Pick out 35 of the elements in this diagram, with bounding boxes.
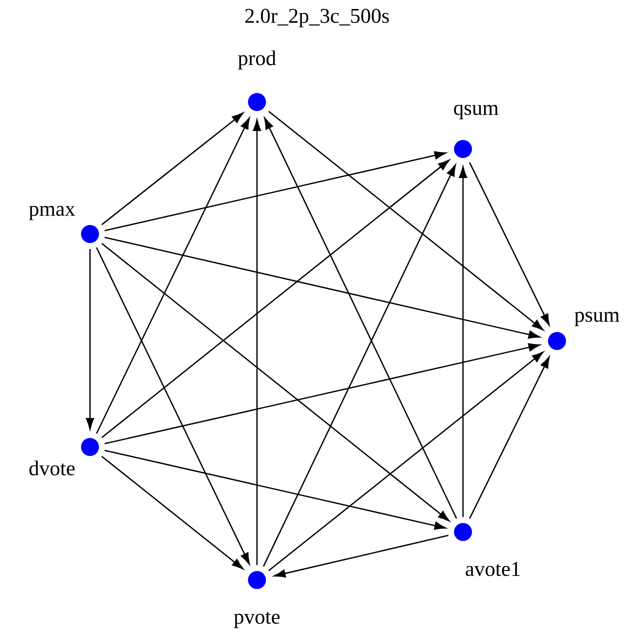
title: 2.0r_2p_3c_500s [245,8,389,28]
arrow [469,356,550,519]
graph-node: pmax [29,206,99,243]
graph-node: dvote [29,438,99,476]
node-label: avote1 [466,562,520,576]
arrow [86,249,94,430]
graph-node: qsum [454,104,498,158]
arrow [252,119,262,565]
arrow [101,242,450,522]
graph-node: psum [548,312,620,350]
node-label: pvote [234,612,280,628]
arrow [104,343,540,444]
arrow [104,450,446,530]
arrow [262,164,456,567]
graph-node: prod [238,50,276,111]
graph-node: pvote [234,571,280,628]
arrow [264,118,458,519]
arrow [96,118,250,434]
arrow [274,534,449,578]
graph-node: avote1 [454,523,520,576]
arrow [104,151,446,232]
arrow [104,236,540,339]
arrow [101,456,244,570]
node-label: qsum [454,104,498,120]
arrow [101,112,244,226]
arrow [101,160,450,438]
arrow [268,110,544,330]
arrow [96,247,250,564]
node-label: dvote [29,460,75,476]
node-label: psum [574,312,620,326]
arrow [458,166,468,517]
node-label: pmax [29,206,76,220]
node-label: prod [238,50,276,70]
arrow [469,162,550,326]
arrow [268,352,544,572]
